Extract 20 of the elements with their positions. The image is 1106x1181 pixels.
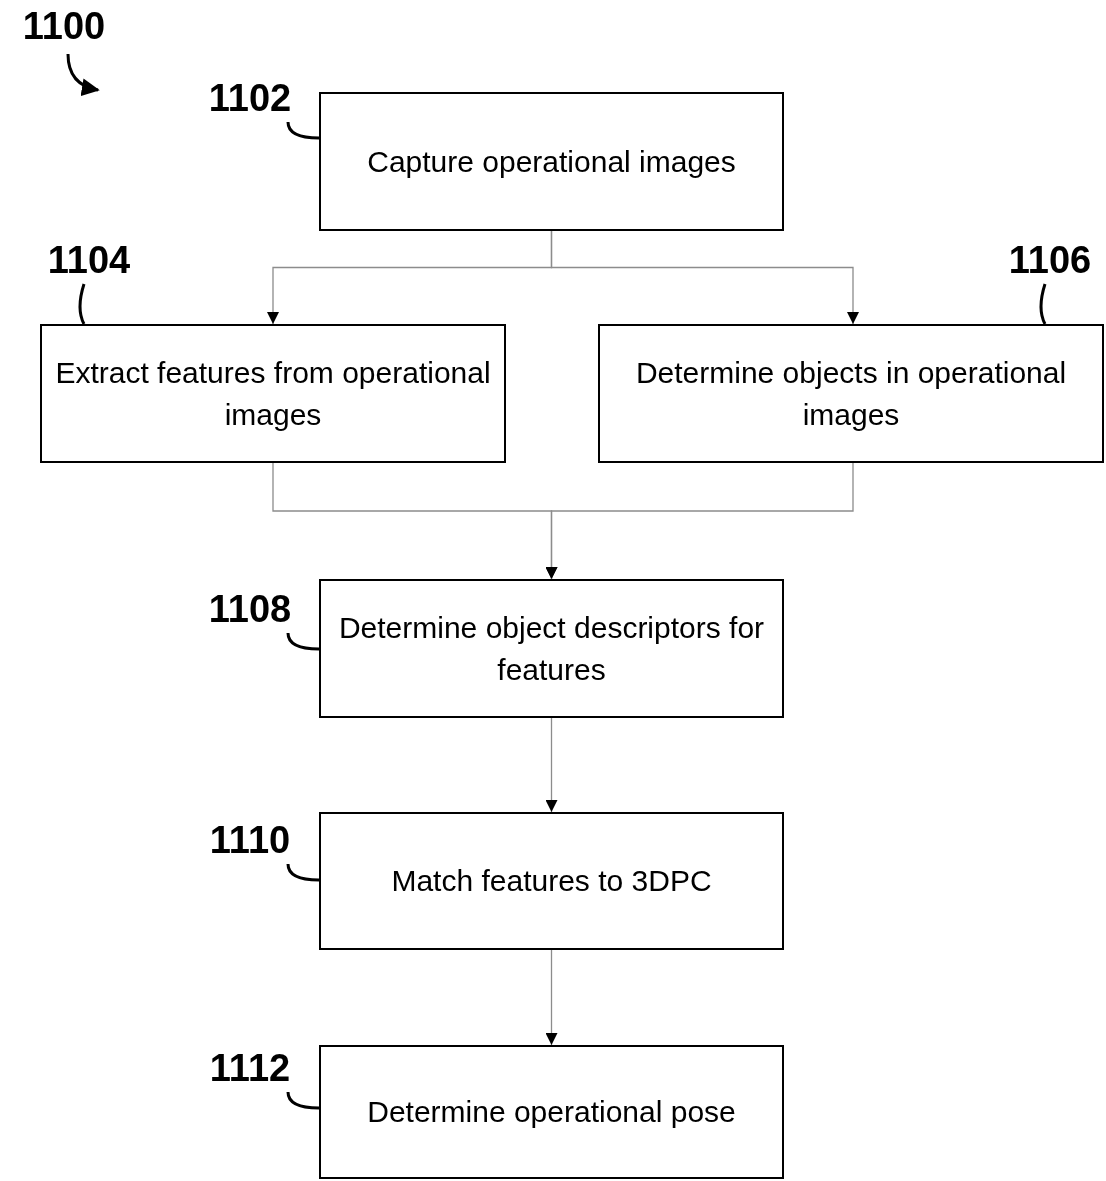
arrow: [66, 53, 100, 96]
process-box: Determine objects in operational images: [598, 324, 1104, 463]
process-box: Capture operational images: [319, 92, 784, 231]
reference-number: 1110: [194, 818, 306, 862]
arrow: [550, 230, 859, 325]
reference-number: 1112: [194, 1046, 306, 1090]
reference-number: 1104: [33, 238, 145, 282]
arrow: [545, 462, 854, 580]
process-box: Determine object descriptors for features: [319, 579, 784, 718]
arrow: [545, 949, 558, 1046]
leader-line: [1039, 283, 1047, 325]
process-box: Determine operational pose: [319, 1045, 784, 1179]
reference-number: 1106: [994, 238, 1106, 282]
reference-number: 1102: [194, 76, 306, 120]
reference-number: 1100: [8, 4, 120, 48]
arrow: [545, 717, 558, 813]
reference-number: 1108: [194, 587, 306, 631]
process-box: Match features to 3DPC: [319, 812, 784, 950]
process-box: Extract features from operational images: [40, 324, 506, 463]
leader-line: [78, 283, 86, 325]
